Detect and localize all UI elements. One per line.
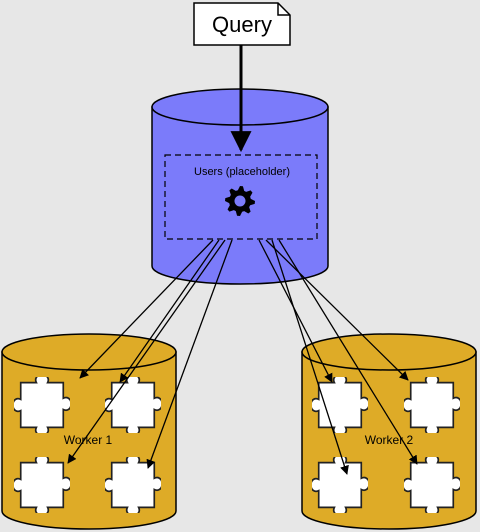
gear-icon xyxy=(225,186,255,216)
worker-2-label: Worker 2 xyxy=(365,433,414,447)
puzzle-piece-icon xyxy=(404,457,460,513)
puzzle-piece-icon xyxy=(14,377,70,433)
arrow-to-worker-2-shard xyxy=(278,239,418,465)
arrow-to-worker-2-shard xyxy=(258,239,333,383)
arrow-to-worker-1-shard xyxy=(79,239,214,379)
arrow-to-worker-2-shard xyxy=(265,239,409,381)
coordinator-label: Users (placeholder) xyxy=(194,166,290,178)
puzzle-piece-icon xyxy=(312,377,368,433)
query-label: Query xyxy=(212,12,272,37)
puzzle-piece-icon xyxy=(14,457,70,513)
arrow-to-worker-1-shard xyxy=(67,239,226,464)
arrows xyxy=(67,45,418,475)
worker-2-database: Worker 2 xyxy=(301,333,477,530)
puzzle-piece-icon xyxy=(404,377,460,433)
placeholder-table-box xyxy=(164,154,318,240)
puzzle-piece-icon xyxy=(105,457,161,513)
arrow-to-worker-1-shard xyxy=(146,239,233,469)
worker-1-label: Worker 1 xyxy=(64,433,113,447)
arrow-to-worker-2-shard xyxy=(271,239,349,475)
puzzle-piece-icon xyxy=(312,457,368,513)
arrow-to-worker-1-shard xyxy=(119,239,220,383)
worker-1-database: Worker 1 xyxy=(1,333,177,530)
puzzle-piece-icon xyxy=(105,377,161,433)
query-node: Query xyxy=(193,2,291,46)
